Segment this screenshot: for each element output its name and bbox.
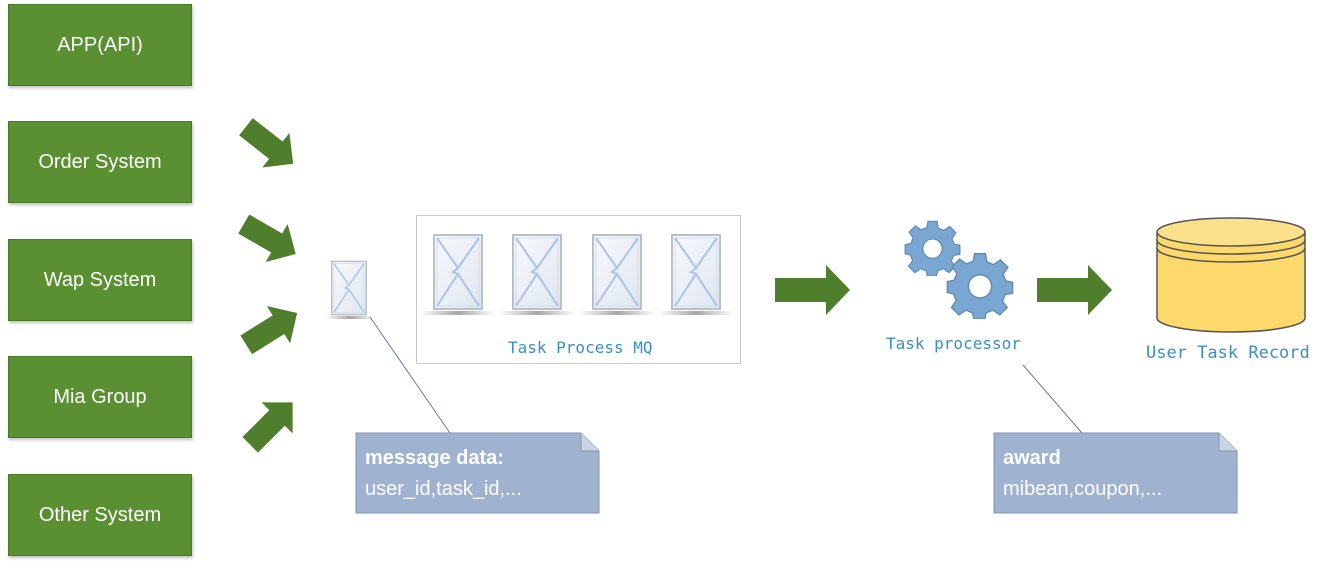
arrow-icon bbox=[240, 306, 298, 355]
source-mia-group: Mia Group bbox=[8, 356, 192, 438]
mq-envelope-icon bbox=[579, 234, 655, 315]
source-wap-system: Wap System bbox=[8, 239, 192, 321]
source-app-api: APP(API) bbox=[8, 4, 192, 86]
source-label: APP(API) bbox=[57, 33, 143, 56]
award-note bbox=[993, 432, 1238, 514]
message-note-body: user_id,task_id,... bbox=[365, 478, 522, 500]
arrow-icon bbox=[238, 214, 296, 263]
mq-envelope-icon bbox=[499, 234, 575, 315]
mq-envelope-icon bbox=[658, 234, 734, 315]
message-note-title: message data: bbox=[365, 447, 504, 469]
arrow-icon bbox=[1037, 265, 1112, 315]
message-envelope-icon bbox=[325, 260, 375, 319]
source-label: Other System bbox=[38, 503, 162, 526]
database-icon bbox=[1156, 217, 1306, 333]
source-order-system: Order System bbox=[8, 121, 192, 203]
award-note-title: award bbox=[1003, 447, 1061, 469]
source-label: Order System bbox=[38, 150, 162, 173]
arrow-icon bbox=[242, 402, 293, 453]
note-connector bbox=[1022, 364, 1083, 434]
arrow-icon bbox=[239, 118, 294, 168]
processor-label: Task processor bbox=[886, 334, 1021, 353]
gears-icon bbox=[904, 220, 1014, 319]
arrow-icon bbox=[775, 265, 850, 315]
message-data-note bbox=[355, 432, 600, 514]
award-note-body: mibean,coupon,... bbox=[1003, 478, 1162, 500]
source-label: Mia Group bbox=[53, 385, 147, 408]
database-label: User Task Record bbox=[1146, 343, 1310, 363]
source-other-system: Other System bbox=[8, 474, 192, 556]
mq-envelope-icon bbox=[420, 234, 496, 315]
note-connector bbox=[369, 316, 451, 434]
mq-label: Task Process MQ bbox=[508, 338, 653, 357]
source-label: Wap System bbox=[43, 268, 157, 291]
